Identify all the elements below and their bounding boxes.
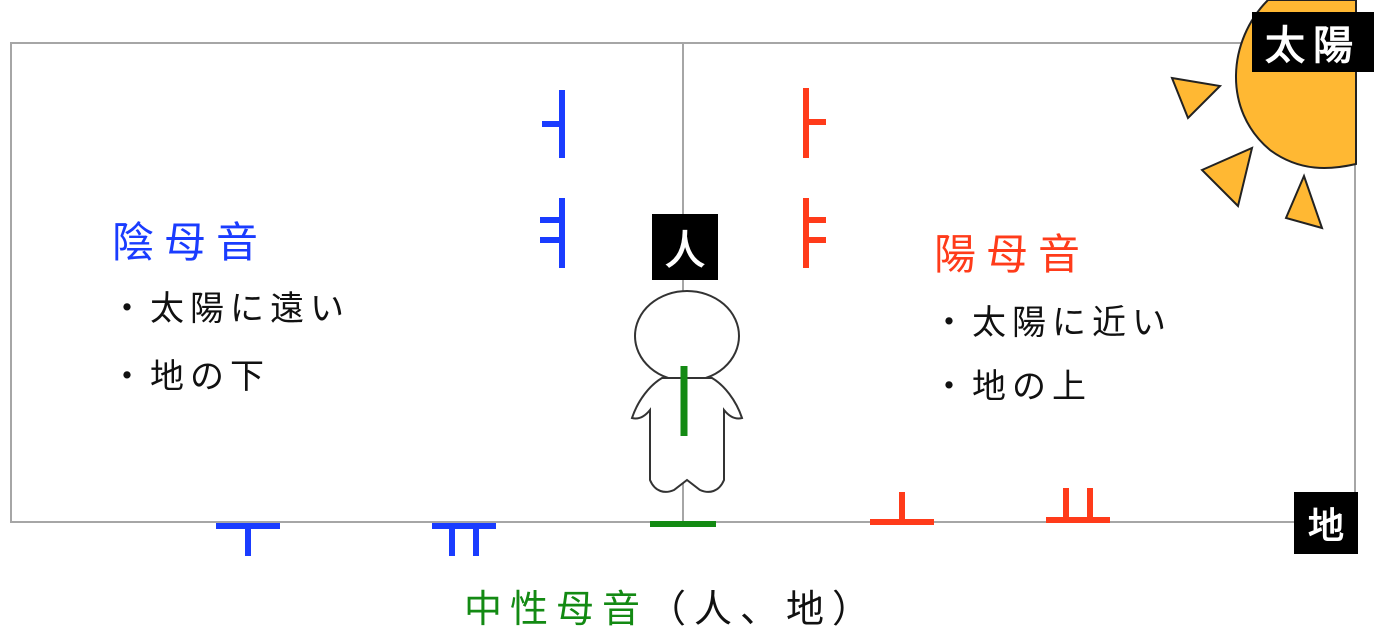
earth-label: 地 — [1294, 492, 1358, 554]
vowel-u — [216, 523, 280, 556]
vowel-ya — [803, 198, 826, 268]
person-label: 人 — [652, 214, 718, 280]
vowel-a — [803, 88, 826, 158]
yang-title: 陽母音 — [934, 230, 1091, 279]
center-divider — [682, 42, 684, 523]
vowel-yo — [1046, 488, 1110, 523]
vowel-yeo — [540, 198, 565, 268]
vowel-yu — [432, 523, 496, 556]
neutral-subtitle: （人、地） — [648, 587, 879, 631]
vowel-eo — [542, 90, 565, 158]
neutral-caption: 中性母音（人、地） — [464, 590, 878, 628]
yin-bullet-1: ・太陽に遠い — [110, 289, 350, 329]
yang-bullet-1: ・太陽に近い — [932, 303, 1172, 343]
yin-title: 陰母音 — [112, 218, 269, 267]
sun-label: 太陽 — [1252, 12, 1374, 72]
yin-bullet-2: ・地の下 — [110, 357, 270, 397]
neutral-title: 中性母音 — [464, 587, 649, 631]
vowel-o — [870, 492, 934, 525]
yang-bullet-2: ・地の上 — [932, 367, 1092, 407]
